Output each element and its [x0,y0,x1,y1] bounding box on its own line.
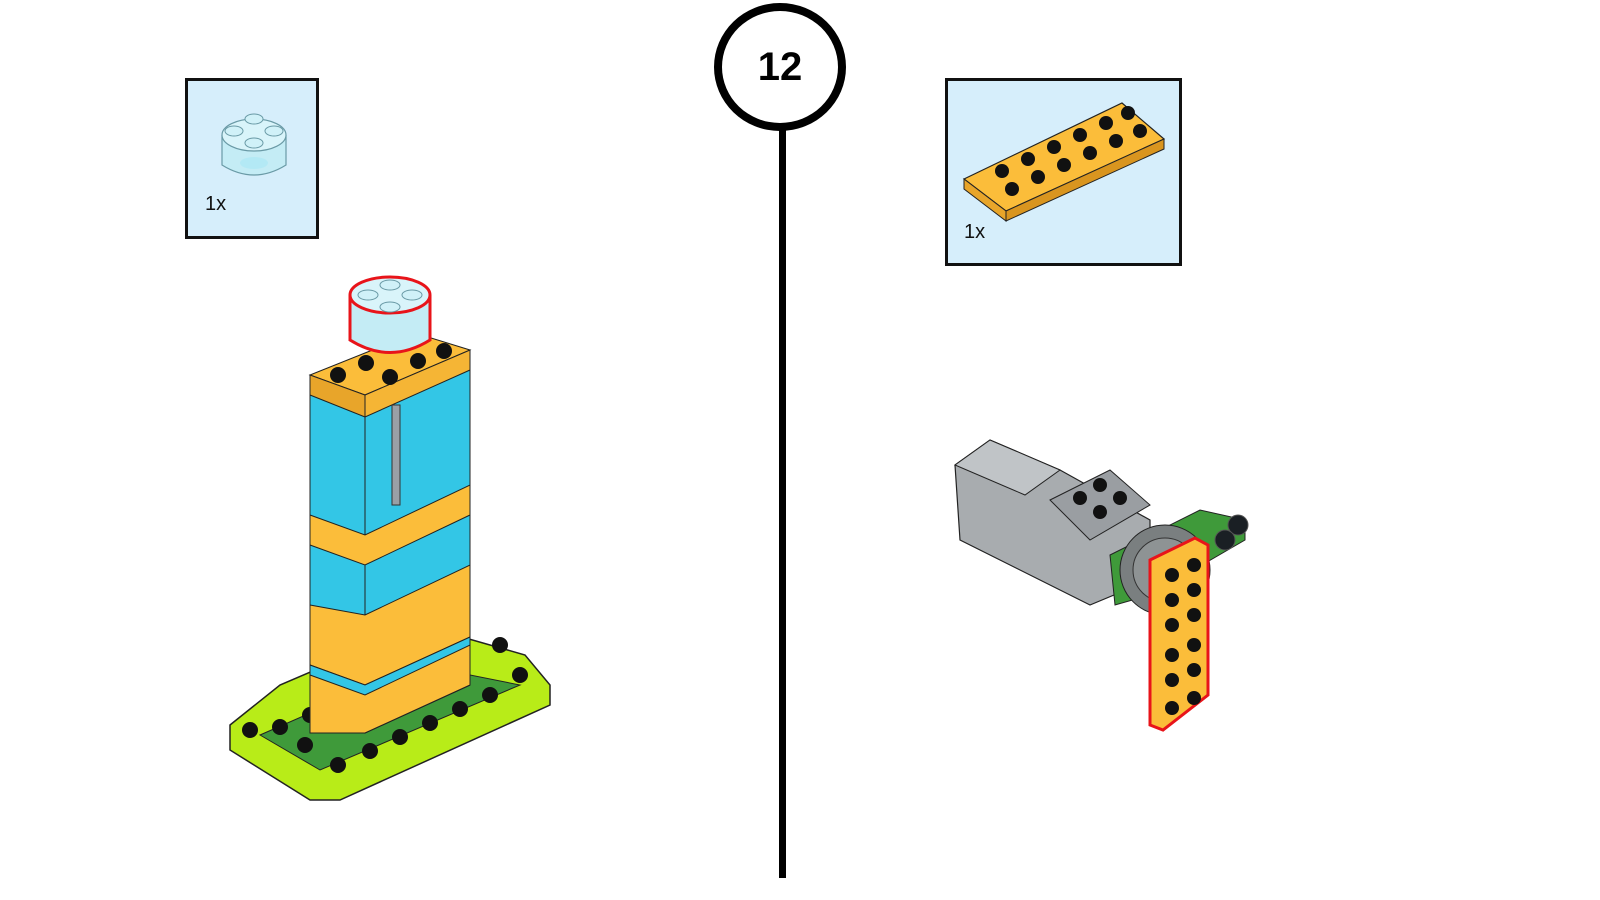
tower-model-illustration [229,275,551,801]
round-brick-2x2-transparent-icon [221,113,287,176]
highlighted-new-part [1148,536,1210,732]
step-divider-line [779,128,786,878]
plate-2x6-orange-icon [962,102,1166,223]
motor-assembly-illustration [953,439,1249,732]
highlighted-new-part [348,275,432,354]
left-parts-callout: 1x [185,78,319,239]
part-quantity: 1x [964,221,986,243]
step-number: 12 [757,44,803,89]
part-quantity: 1x [205,193,227,215]
right-parts-callout: 1x [945,78,1182,266]
step-number-badge: 12 [714,3,846,131]
